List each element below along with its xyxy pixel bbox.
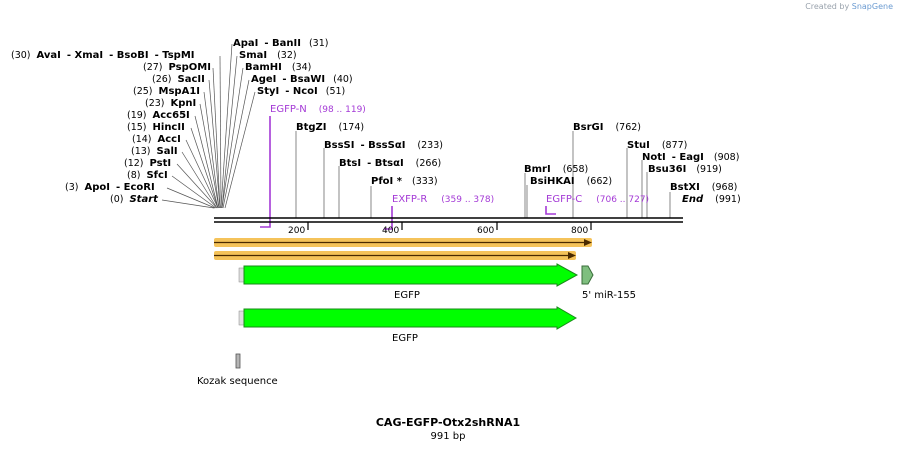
primer-egfp-n-marker <box>260 116 271 228</box>
feature-egfp-main-label: EGFP <box>394 290 420 301</box>
site-label-233[interactable]: BssSI- BssSαI(233) <box>324 140 443 151</box>
site-label-27[interactable]: (27)PspOMI <box>143 62 211 73</box>
site-label-26[interactable]: (26)SacII <box>152 74 205 85</box>
site-label-19[interactable]: (19)Acc65I <box>127 110 190 121</box>
site-label-877[interactable]: StuI(877) <box>627 140 687 151</box>
site-label-919[interactable]: Bsu36I(919) <box>648 164 722 175</box>
site-label-658[interactable]: BmrI(658) <box>524 164 588 175</box>
feature-kozak[interactable]: Kozak sequence <box>197 353 278 387</box>
site-label-15[interactable]: (15)HincII <box>127 122 185 133</box>
primer-egfp-c[interactable]: EGFP-C(706 .. 727) <box>546 194 649 205</box>
feature-kozak-label: Kozak sequence <box>197 376 278 387</box>
site-label-34[interactable]: BamHI(34) <box>245 62 311 73</box>
site-label-0[interactable]: (0)Start <box>110 194 159 205</box>
site-label-31[interactable]: ApaI- BanII(31) <box>233 38 328 49</box>
feature-egfp-second[interactable]: EGFP <box>238 306 577 344</box>
snapgene-logo-text: SnapGene <box>851 2 893 11</box>
feature-mir155[interactable]: 5' miR-155 <box>581 265 636 301</box>
orf-arrows <box>214 238 592 260</box>
site-label-3[interactable]: (3)ApoI- EcoRI <box>65 182 155 193</box>
primer-egfp-n[interactable]: EGFP-N(98 .. 119) <box>270 104 366 115</box>
primer-exfp-r[interactable]: EXFP-R(359 .. 378) <box>392 194 494 205</box>
primer-egfp-c-marker <box>545 206 556 215</box>
left-site-labels: (30)AvaI- XmaI- BsoBI- TspMI (27)PspOMI … <box>11 50 211 205</box>
site-label-13[interactable]: (13)SalI <box>131 146 178 157</box>
site-label-762[interactable]: BsrGI(762) <box>573 122 641 133</box>
site-label-30[interactable]: (30)AvaI- XmaI- BsoBI- TspMI <box>11 50 195 61</box>
snapgene-credit: Created by SnapGene <box>805 2 893 11</box>
site-label-14[interactable]: (14)AccI <box>132 134 181 145</box>
site-label-333[interactable]: PfoI *(333) <box>371 176 438 187</box>
map-title: CAG-EGFP-Otx2shRNA1 <box>376 416 520 429</box>
site-label-991[interactable]: End(991) <box>682 194 741 205</box>
site-label-968[interactable]: BstXI(968) <box>670 182 737 193</box>
tick-600: 600 <box>477 226 494 236</box>
top-site-labels: ApaI- BanII(31) SmaI(32) BamHI(34) AgeI-… <box>233 38 353 97</box>
site-label-662[interactable]: BsiHKAI(662) <box>530 176 612 187</box>
tick-800: 800 <box>571 226 588 236</box>
site-label-8[interactable]: (8)SfcI <box>127 170 168 181</box>
map-length: 991 bp <box>431 431 466 442</box>
tick-200: 200 <box>288 226 305 236</box>
site-label-266[interactable]: BtsI- BtsαI(266) <box>339 158 441 169</box>
site-label-40[interactable]: AgeI- BsaWI(40) <box>251 74 353 85</box>
left-leader-lines <box>161 43 256 209</box>
right-leader-lines <box>295 131 671 218</box>
feature-mir155-label: 5' miR-155 <box>582 290 636 301</box>
dna-backbone <box>214 217 683 223</box>
site-label-12[interactable]: (12)PstI <box>124 158 171 169</box>
site-label-174[interactable]: BtgZI(174) <box>296 122 364 133</box>
tick-400: 400 <box>382 226 399 236</box>
primer-exfp-r-marker <box>384 206 393 230</box>
site-label-32[interactable]: SmaI(32) <box>239 50 297 61</box>
scale-ticks: 200 400 600 800 <box>288 222 592 236</box>
site-label-23[interactable]: (23)KpnI <box>145 98 196 109</box>
primers: EGFP-N(98 .. 119) EXFP-R(359 .. 378) EGF… <box>260 104 649 230</box>
site-label-51[interactable]: StyI- NcoI(51) <box>257 86 345 97</box>
feature-egfp-second-label: EGFP <box>392 333 418 344</box>
feature-egfp-main[interactable]: EGFP <box>238 263 579 301</box>
right-site-labels: BtgZI(174) BssSI- BssSαI(233) BtsI- Btsα… <box>296 122 741 205</box>
site-label-25[interactable]: (25)MspA1I <box>133 86 200 97</box>
site-label-908[interactable]: NotI- EagI(908) <box>642 152 739 163</box>
